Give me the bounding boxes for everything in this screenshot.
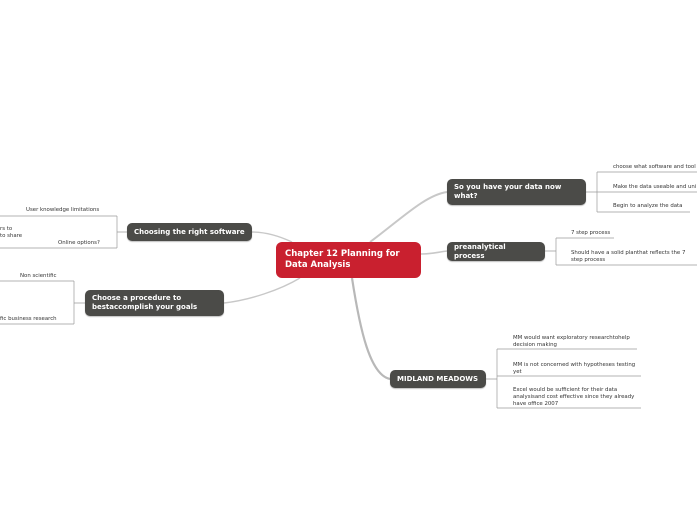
bracket-procedure (73, 281, 85, 324)
leaf-software-2[interactable]: Online options? (58, 240, 100, 246)
leaf-preanalytical-1[interactable]: Should have a solid planthat reflects th… (571, 250, 686, 264)
leaf-software-1[interactable]: rs to to share (0, 226, 23, 240)
branch-software[interactable]: Choosing the right software (127, 223, 252, 241)
connector-root-procedure (223, 277, 301, 304)
leaf-data-now-1[interactable]: Make the data useable and uni (613, 184, 697, 190)
branch-data-now[interactable]: So you have your data now what? (447, 179, 586, 205)
leaf-preanalytical-0[interactable]: 7 step process (571, 230, 611, 236)
branch-procedure[interactable]: Choose a procedure to bestaccomplish you… (85, 290, 224, 316)
bracket-data-now (586, 172, 598, 212)
leaf-procedure-0[interactable]: Non scientific (20, 273, 57, 279)
leaf-midland-2[interactable]: Excel would be sufficient for their data… (513, 387, 635, 408)
connector-root-midland (350, 277, 391, 381)
leaf-data-now-0[interactable]: choose what software and tool (613, 164, 696, 170)
bracket-preanalytical (545, 238, 557, 265)
leaf-procedure-1[interactable]: fic business research (0, 316, 57, 322)
root-topic[interactable]: Chapter 12 Planning for Data Analysis (276, 242, 421, 278)
leaf-data-now-2[interactable]: Begin to analyze the data (613, 203, 683, 209)
leaf-software-0[interactable]: User knowledge limitations (26, 207, 100, 213)
leaf-midland-1[interactable]: MM is not concerned with hypotheses test… (513, 362, 636, 376)
bracket-software (116, 216, 127, 248)
bracket-midland (486, 349, 498, 408)
connector-root-data-now (369, 191, 448, 243)
connector-root-software (251, 231, 293, 243)
branch-midland[interactable]: MIDLAND MEADOWS (390, 370, 486, 388)
connector-root-preanalytical (420, 250, 448, 255)
branch-preanalytical[interactable]: preanalytical process (447, 242, 545, 261)
leaf-midland-0[interactable]: MM would want exploratory researchtohelp… (513, 335, 630, 349)
